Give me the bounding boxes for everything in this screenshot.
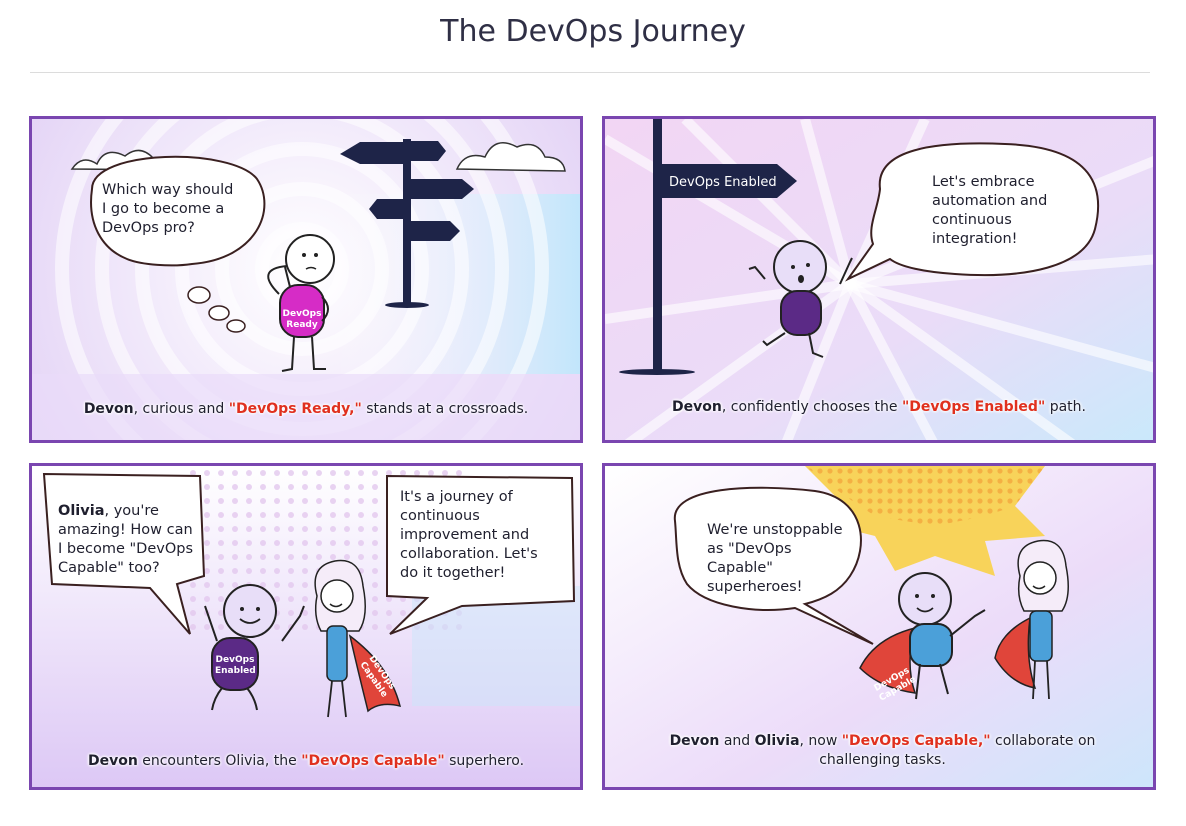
- caption-text-end: path.: [1045, 399, 1086, 415]
- caption-text-2: , now: [799, 733, 842, 749]
- panel-1-illustration: [32, 119, 580, 440]
- caption-name-2: Olivia: [754, 733, 800, 749]
- bubble-text: , you're amazing! How can I become "DevO…: [58, 503, 194, 576]
- speech-bubble-text: We're unstoppable as "DevOps Capable" su…: [707, 522, 843, 595]
- caption-text-end: stands at a crossroads.: [361, 401, 529, 417]
- panel-2-illustration: [605, 119, 1153, 440]
- caption-highlight: "DevOps Enabled": [901, 399, 1046, 415]
- speech-bubble-left-text: Olivia, you're amazing! How can I become…: [58, 502, 198, 578]
- title-divider: [30, 72, 1150, 73]
- comic-panel-2: DevOps Enabled Let's embrace automation …: [602, 116, 1156, 443]
- caption-text: , curious and: [133, 401, 229, 417]
- page-title: The DevOps Journey: [440, 14, 746, 49]
- caption-name: Devon: [87, 753, 138, 769]
- speech-bubble-text: Which way should I go to become a DevOps…: [102, 182, 234, 236]
- comic-panel-4: We're unstoppable as "DevOps Capable" su…: [602, 463, 1156, 790]
- panel-3-caption: Devon encounters Olivia, the "DevOps Cap…: [32, 753, 580, 769]
- panel-1-caption: Devon, curious and "DevOps Ready," stand…: [32, 401, 580, 417]
- caption-text-end: collaborate on challenging tasks.: [819, 733, 1096, 768]
- caption-highlight: "DevOps Capable,": [841, 733, 991, 749]
- caption-text: encounters Olivia, the: [137, 753, 302, 769]
- comic-panel-1: Which way should I go to become a DevOps…: [29, 116, 583, 443]
- speech-bubble-text: Let's embrace automation and continuous …: [932, 174, 1048, 247]
- panel-2-caption: Devon, confidently chooses the "DevOps E…: [605, 399, 1153, 415]
- comic-panel-3: Olivia, you're amazing! How can I become…: [29, 463, 583, 790]
- caption-highlight: "DevOps Ready,": [228, 401, 362, 417]
- signpost-label: DevOps Enabled: [669, 175, 777, 190]
- bubble-name: Olivia: [58, 503, 105, 519]
- panel-4-caption: Devon and Olivia, now "DevOps Capable," …: [660, 732, 1105, 770]
- caption-text: and: [719, 733, 755, 749]
- panel-3-illustration: [32, 466, 580, 787]
- caption-name: Devon: [83, 401, 134, 417]
- caption-text: , confidently chooses the: [721, 399, 902, 415]
- panel-4-illustration: [605, 466, 1153, 787]
- speech-bubble-right-text: It's a journey of continuous improvement…: [400, 489, 538, 581]
- shirt-label: DevOps Enabled: [215, 655, 256, 676]
- caption-name: Devon: [669, 733, 720, 749]
- shirt-label: DevOps Ready: [282, 309, 322, 330]
- caption-text-end: superhero.: [444, 753, 525, 769]
- caption-highlight: "DevOps Capable": [301, 753, 445, 769]
- caption-name: Devon: [672, 399, 722, 415]
